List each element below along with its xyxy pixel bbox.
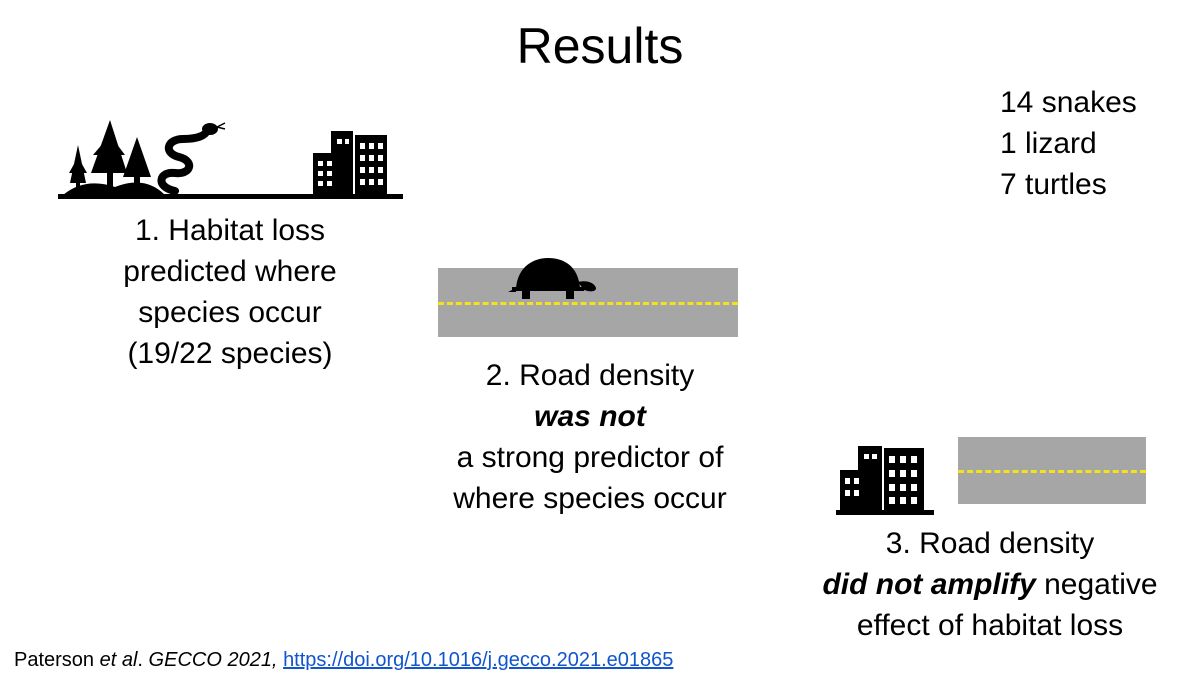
tree-icon (63, 120, 165, 195)
citation-period: . (137, 649, 149, 671)
count-snakes: 14 snakes (1000, 86, 1137, 119)
count-lizard: 1 lizard (1000, 127, 1097, 160)
road-center-line (438, 301, 738, 305)
result-3-line: effect of habitat loss (856, 609, 1124, 642)
result-2-emphasis: was not (534, 400, 646, 433)
result-1-habitat-loss: 1. Habitat loss predicted where species … (60, 210, 400, 374)
buildings-icon (313, 131, 387, 195)
result-3-emphasis: did not amplify (822, 568, 1036, 601)
result-1-line: predicted where (123, 255, 337, 288)
result-2-line: 2. Road density (485, 359, 695, 392)
result-3-amplification: 3. Road density did not amplify negative… (785, 523, 1195, 646)
doi-link[interactable]: https://doi.org/10.1016/j.gecco.2021.e01… (283, 649, 674, 671)
citation: Paterson et al. GECCO 2021, https://doi.… (14, 648, 673, 672)
result-2-line: where species occur (453, 482, 727, 515)
road-icon (438, 268, 738, 337)
result-2-line: a strong predictor of (456, 441, 724, 474)
ground-line (58, 194, 403, 199)
road-center-line (958, 469, 1146, 473)
citation-journal: GECCO 2021, (148, 649, 278, 671)
result-2-road-density: 2. Road density was not a strong predict… (405, 355, 775, 519)
snake-icon (157, 122, 226, 195)
citation-author: Paterson (14, 649, 100, 671)
result-1-line: species occur (138, 296, 322, 329)
turtle-icon (508, 258, 596, 299)
road-icon (958, 437, 1146, 504)
slide-title: Results (516, 18, 684, 74)
result-3-line: 3. Road density (885, 527, 1095, 560)
result-3-line: did not amplify negative (785, 564, 1195, 605)
species-counts: 14 snakes 1 lizard 7 turtles (1000, 82, 1137, 205)
result-1-line: 1. Habitat loss (134, 214, 326, 247)
result-3-line-rest: negative (1035, 568, 1158, 601)
citation-etal: et al (99, 649, 138, 671)
result-1-line: (19/22 species) (127, 337, 333, 370)
count-turtles: 7 turtles (1000, 168, 1107, 201)
buildings-icon (836, 446, 934, 515)
habitat-loss-illustration (58, 120, 403, 199)
